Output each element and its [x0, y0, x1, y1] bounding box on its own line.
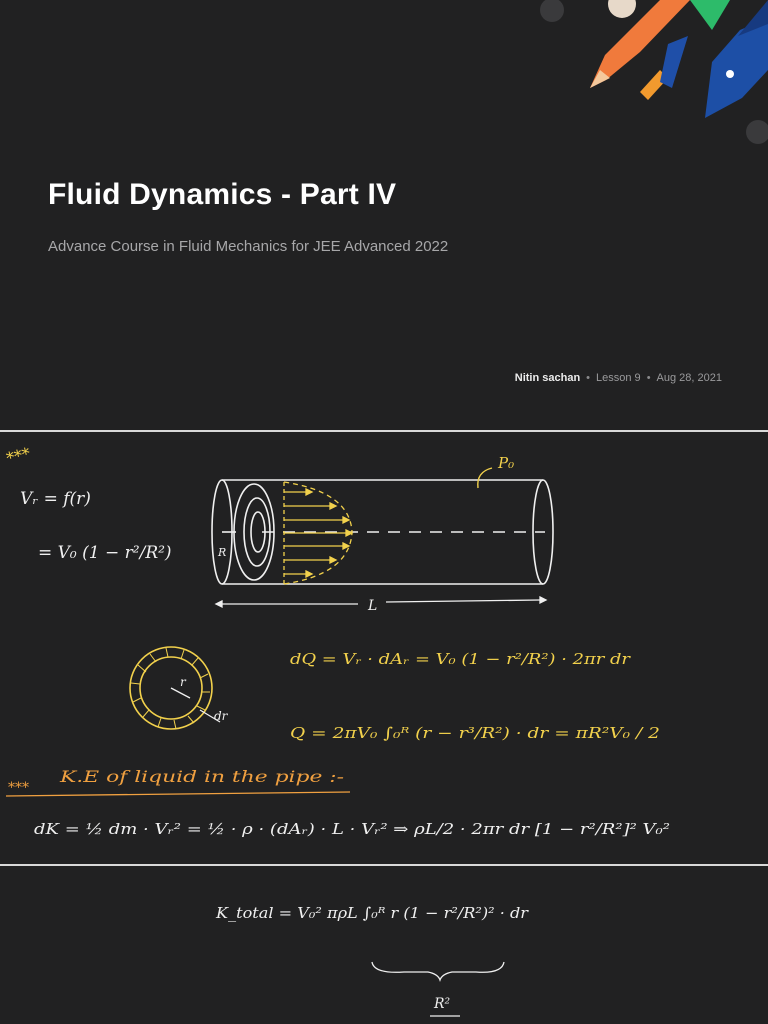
- velocity-arrows: [284, 487, 354, 579]
- pipe-diagram: [211, 479, 554, 585]
- brace-label: R²: [433, 996, 451, 1012]
- decor-dot-1: [540, 0, 564, 22]
- decor-green-leaf: [690, 0, 730, 30]
- ring-radius-label: r: [180, 675, 187, 689]
- length-arrow: [214, 595, 548, 609]
- author-name: Nitin sachan: [514, 372, 581, 384]
- dk-equation: dK = ½ dm · Vᵣ² = ½ · ρ · (dAᵣ) · L · Vᵣ…: [34, 820, 670, 838]
- stars-marker: ***: [4, 444, 32, 468]
- pressure-arrow: [477, 467, 493, 489]
- page-subtitle: Advance Course in Fluid Mechanics for JE…: [48, 238, 449, 255]
- notes-slide-1: *** Vᵣ = f(r) = V₀ (1 − r²/R²) R: [0, 432, 768, 866]
- decor-dot-2: [746, 120, 768, 144]
- decor-circle-light: [608, 0, 636, 18]
- lesson-number: Lesson 9: [596, 372, 641, 384]
- page-title: Fluid Dynamics - Part IV: [48, 178, 397, 211]
- pipe-radius-label: R: [217, 546, 226, 559]
- ke-heading-underline: [5, 791, 351, 797]
- decor-pencil-tip: [590, 70, 610, 88]
- pressure-label: P₀: [497, 454, 514, 472]
- ktotal-equation: K_total = V₀² πρL ∫₀ᴿ r (1 − r²/R²)² · d…: [215, 904, 529, 922]
- ke-heading: K.E of liquid in the pipe :-: [59, 767, 344, 786]
- decor-pen-nib: [705, 18, 768, 118]
- q-equation: Q = 2πV₀ ∫₀ᴿ (r − r³/R²) · dr = πR²V₀ / …: [290, 724, 660, 742]
- ring-width-label: dr: [214, 709, 229, 723]
- length-label: L: [367, 598, 377, 614]
- decor-pen-dark: [738, 0, 768, 36]
- ke-stars: ***: [8, 780, 29, 796]
- notes-canvas-2: K_total = V₀² πρL ∫₀ᴿ r (1 − r²/R²)² · d…: [215, 904, 529, 1017]
- decor-bowtie-blue: [660, 36, 688, 88]
- velocity-definition: Vᵣ = f(r): [20, 489, 91, 509]
- underbrace: [371, 961, 505, 983]
- velocity-profile-eq: = V₀ (1 − r²/R²): [38, 543, 172, 563]
- title-slide: Fluid Dynamics - Part IV Advance Course …: [0, 0, 768, 432]
- notes-slide-2: K_total = V₀² πρL ∫₀ᴿ r (1 − r²/R²)² · d…: [0, 866, 768, 1024]
- notes-canvas: *** Vᵣ = f(r) = V₀ (1 − r²/R²) R: [4, 444, 670, 838]
- decor-pen-hole: [726, 70, 734, 78]
- lesson-meta: Nitin sachan • Lesson 9 • Aug 28, 2021: [515, 372, 722, 384]
- decor-pencil: [590, 0, 690, 88]
- meta-separator: •: [646, 372, 651, 384]
- dq-equation: dQ = Vᵣ · dAᵣ = V₀ (1 − r²/R²) · 2πr dr: [290, 650, 631, 668]
- decorative-art: [540, 0, 768, 144]
- velocity-parabola: [283, 481, 353, 585]
- meta-separator: •: [586, 372, 591, 384]
- annular-ring-diagram: [129, 646, 221, 730]
- lesson-date: Aug 28, 2021: [656, 372, 722, 384]
